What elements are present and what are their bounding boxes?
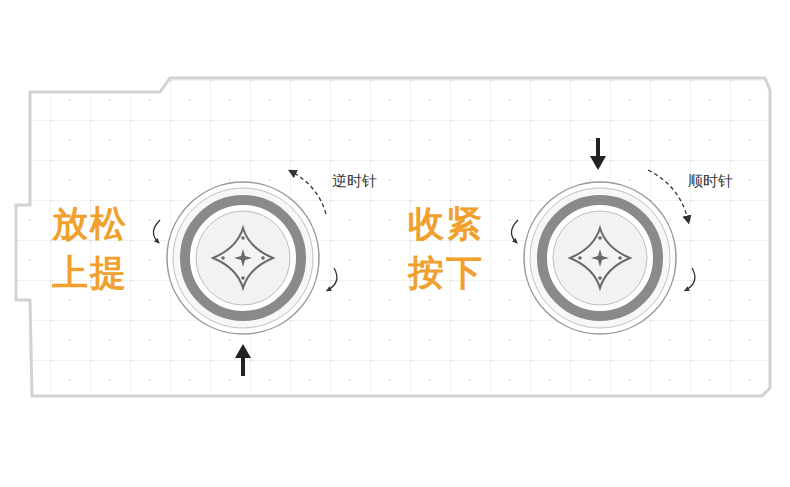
- action-label: 收紧: [408, 206, 484, 242]
- action-label: 上提: [52, 255, 128, 291]
- direction-label: 顺时针: [688, 174, 733, 189]
- direction-label: 逆时针: [332, 174, 377, 189]
- action-label: 放松: [52, 206, 128, 242]
- action-label: 按下: [408, 255, 484, 291]
